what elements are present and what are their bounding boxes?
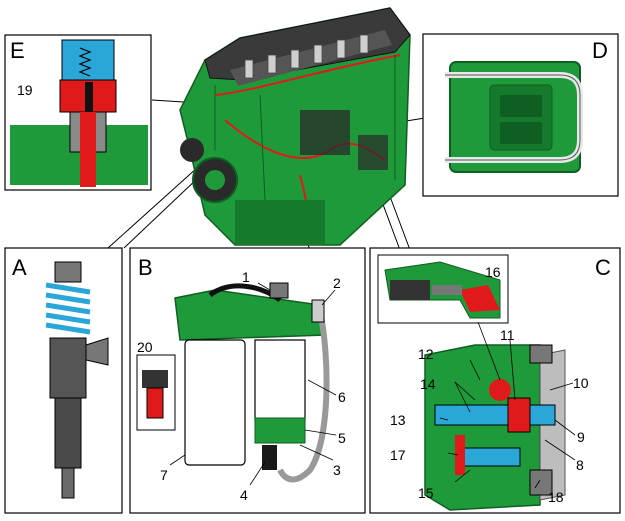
- panel-letter-a: A: [12, 255, 27, 280]
- callout-14: 14: [420, 376, 436, 392]
- callout-8: 8: [576, 457, 584, 473]
- panel-letter-b: B: [138, 255, 153, 280]
- callout-3: 3: [333, 462, 341, 478]
- shaft-seal-red: [507, 397, 531, 433]
- spring-icon: [78, 47, 92, 77]
- injector-spring: [45, 282, 91, 335]
- fuel-pump-area: [358, 135, 388, 170]
- panel-letter-e: E: [10, 38, 25, 63]
- engine-block: [179, 7, 411, 246]
- hose-gray: [277, 309, 330, 483]
- callout-5: 5: [338, 430, 346, 446]
- panel-a: A: [4, 247, 123, 514]
- callout-16: 16: [485, 264, 501, 280]
- filter-canister-main: [184, 339, 246, 466]
- callout-6: 6: [338, 389, 346, 405]
- water-separator-bowl: [254, 417, 306, 444]
- callout-2: 2: [333, 275, 341, 291]
- panel-d: D: [422, 33, 619, 197]
- filter-canister-water: [254, 339, 306, 423]
- callout-17: 17: [390, 447, 406, 463]
- callout-7: 7: [160, 467, 168, 483]
- injector-nozzle: [61, 467, 75, 499]
- callout-9: 9: [577, 429, 585, 445]
- relief-valve-red: [489, 379, 511, 401]
- callout-20: 20: [137, 339, 153, 355]
- drain-valve: [262, 445, 277, 470]
- pump-housing: [424, 344, 541, 511]
- valve-cover: [204, 7, 411, 81]
- callout-13: 13: [390, 412, 406, 428]
- oil-sump: [235, 200, 325, 245]
- panel-b: B 1 2 3 4 5 6 7 20: [129, 247, 366, 514]
- panel-letter-d: D: [592, 38, 608, 63]
- callout-4: 4: [240, 487, 248, 503]
- ecu-connector-upper: [500, 95, 542, 117]
- panel-e: E 19: [4, 34, 152, 191]
- callout-1: 1: [242, 269, 250, 285]
- pump-shaft-blue: [434, 404, 556, 426]
- ecu-connector-lower: [500, 122, 542, 144]
- panel-c: C 8 9 10 11 12 13 14 15 16 17 18: [369, 247, 621, 514]
- injector-caps: [244, 34, 369, 79]
- callout-18: 18: [548, 489, 564, 505]
- panel-letter-c: C: [595, 255, 611, 280]
- gear-shaft-blue: [459, 447, 521, 467]
- fuel-channel-red: [80, 112, 96, 187]
- callout-12: 12: [418, 346, 434, 362]
- pulley-small: [180, 138, 204, 162]
- fuel-line-top: [214, 54, 401, 96]
- ecu-mount: [300, 110, 350, 155]
- callout-15: 15: [418, 485, 434, 501]
- callout-11: 11: [500, 327, 515, 343]
- callout-10: 10: [573, 375, 589, 391]
- injector-top-blue: [61, 39, 115, 81]
- callout-19: 19: [17, 82, 33, 98]
- injector-body: [49, 337, 87, 399]
